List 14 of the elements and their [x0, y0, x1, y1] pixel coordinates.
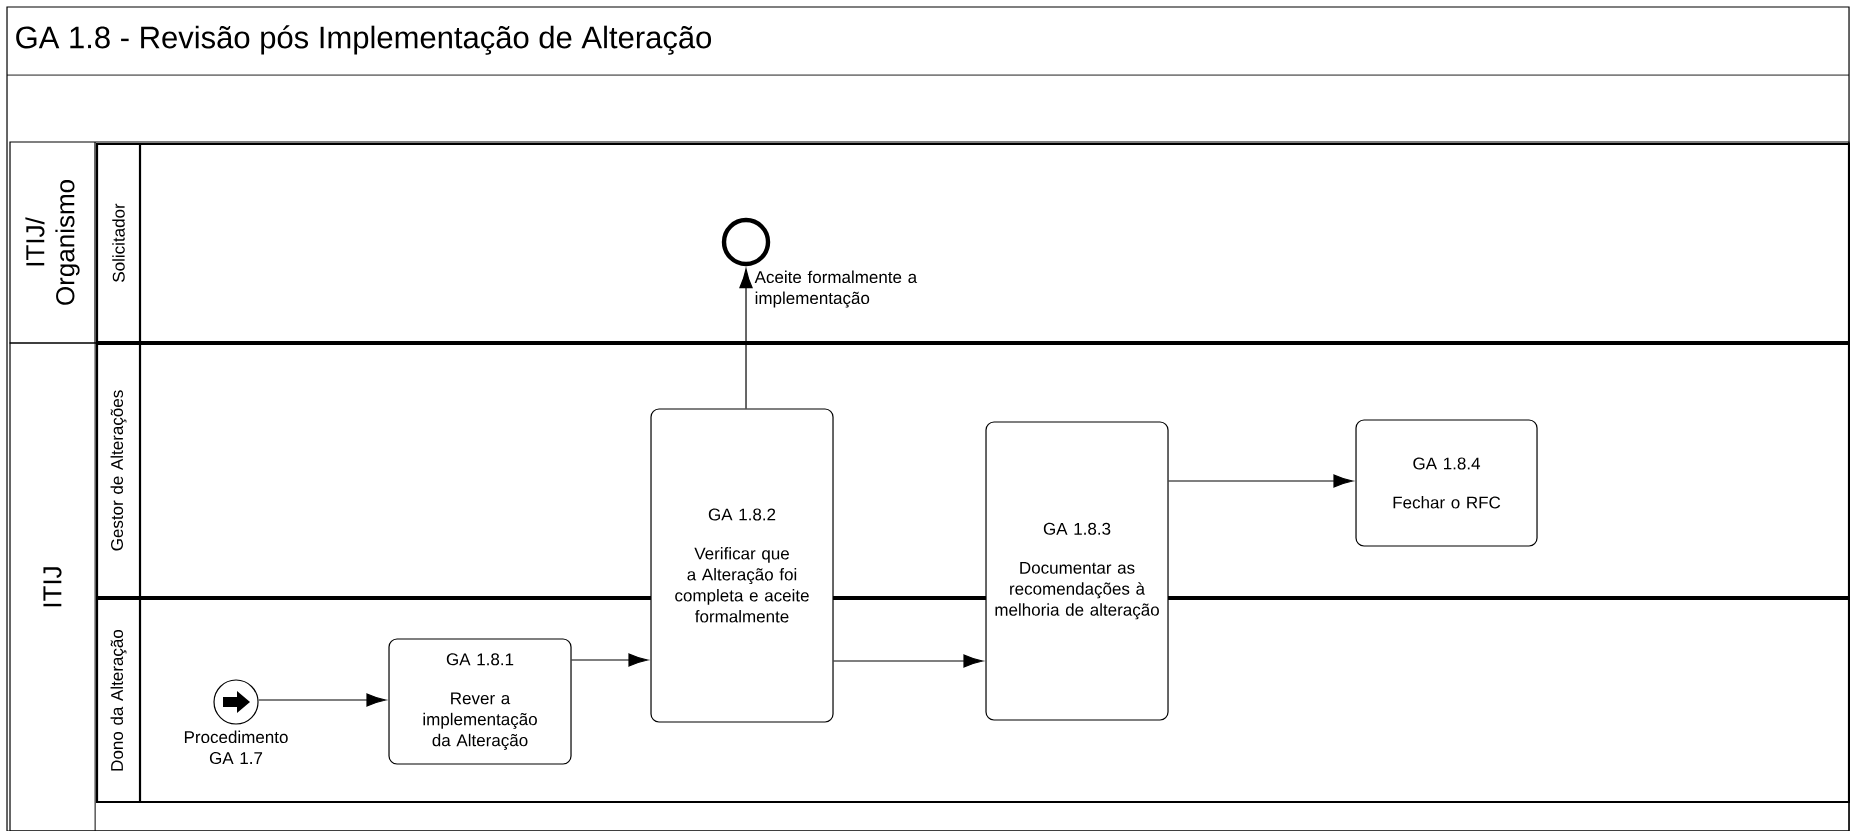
start-event-circle: [213, 679, 259, 725]
arrow: [833, 654, 984, 668]
arrow: [571, 653, 649, 667]
event-label: Procedimento GA 1.7: [184, 730, 288, 765]
task-box: GA 1.8.4 Fechar o RFC: [1355, 419, 1538, 547]
end-event-circle: [721, 217, 771, 267]
arrow: [258, 693, 387, 707]
task-box: GA 1.8.1 Rever a implementação da Alteração: [388, 638, 572, 765]
task-box: GA 1.8.3 Documentar as recomendações à melhoria de alteração: [985, 421, 1169, 721]
title: GA 1.8 - Revisão pós Implementação de Alteração: [16, 25, 712, 55]
event-label: Aceite formalmente a implementação: [754, 270, 918, 308]
arrow: [1168, 474, 1354, 488]
task-box: GA 1.8.2 Verificar que a Alteração foi completa e aceite formalmente: [650, 408, 834, 723]
arrow: [739, 268, 753, 409]
